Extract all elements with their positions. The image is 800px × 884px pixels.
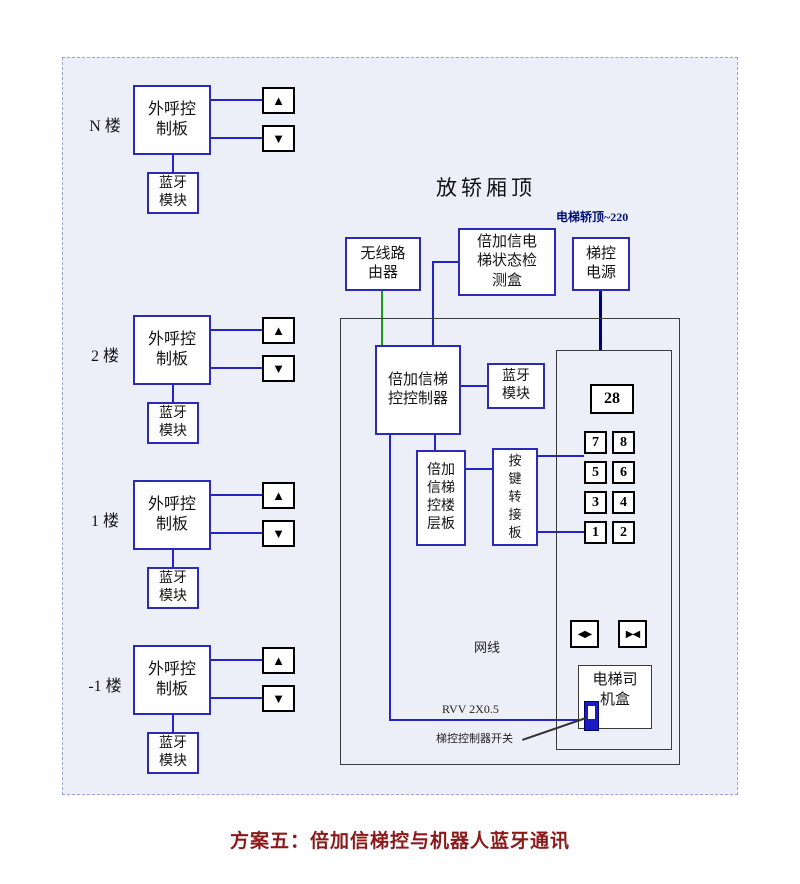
up-button: ▲ (262, 87, 295, 114)
door-open-button: ◀▶ (570, 620, 599, 648)
connector-line (172, 385, 174, 402)
door-close-icon: ▶◀ (625, 628, 640, 640)
down-button: ▼ (262, 355, 295, 382)
connector-line (211, 697, 262, 699)
floor-label: -1 楼 (88, 678, 122, 695)
bluetooth-module: 蓝牙 模块 (147, 732, 199, 774)
rvv-cable-line (389, 435, 391, 721)
connector-line (211, 99, 262, 101)
down-arrow-icon: ▼ (272, 360, 285, 376)
connector-line (211, 367, 262, 369)
adapter-buttons-line (538, 455, 584, 457)
connector-line (172, 550, 174, 567)
switch-slot (588, 706, 595, 719)
down-button: ▼ (262, 685, 295, 712)
up-button: ▲ (262, 482, 295, 509)
floor-board-box: 倍加 信梯 控楼 层板 (416, 450, 466, 546)
call-board: 外呼控 制板 (133, 645, 211, 715)
down-arrow-icon: ▼ (272, 525, 285, 541)
connector-line (172, 155, 174, 172)
floor-button: 5 (584, 461, 607, 484)
controller-floorboard-line (434, 435, 436, 450)
elevator-power-box: 梯控 电源 (572, 237, 630, 291)
car-top-note: 电梯轿顶~220 (556, 210, 629, 224)
wireless-router-box: 无线路 由器 (345, 237, 421, 291)
connector-line (211, 494, 262, 496)
switch-pointer-label: 梯控控制器开关 (436, 733, 513, 745)
up-button: ▲ (262, 647, 295, 674)
door-open-icon: ◀▶ (577, 628, 592, 640)
bluetooth-module: 蓝牙 模块 (487, 363, 545, 409)
elevator-status-detector-box: 倍加信电 梯状态检 测盒 (458, 228, 556, 296)
call-board: 外呼控 制板 (133, 480, 211, 550)
down-button: ▼ (262, 125, 295, 152)
adapter-buttons-line (538, 531, 584, 533)
bluetooth-module: 蓝牙 模块 (147, 172, 199, 214)
up-arrow-icon: ▲ (272, 652, 285, 668)
rvv-cable-line (389, 719, 586, 721)
rvv-cable-label: RVV 2X0.5 (442, 702, 499, 716)
controller-switch (584, 701, 599, 731)
network-cable-label: 网线 (474, 640, 501, 655)
elevator-controller-box: 倍加信梯 控控制器 (375, 345, 461, 435)
up-button: ▲ (262, 317, 295, 344)
floor-button: 4 (612, 491, 635, 514)
connector-line (211, 532, 262, 534)
floor-button: 1 (584, 521, 607, 544)
floorboard-adapter-line (466, 468, 492, 470)
door-close-button: ▶◀ (618, 620, 647, 648)
up-arrow-icon: ▲ (272, 487, 285, 503)
floor-label: N 楼 (89, 118, 121, 135)
detector-connector-line (432, 261, 434, 345)
diagram-caption: 方案五：倍加信梯控与机器人蓝牙通讯 (229, 831, 570, 852)
detector-connector-line (432, 261, 458, 263)
floor-display: 28 (590, 384, 634, 414)
power-connector-line (599, 291, 602, 350)
floor-button: 6 (612, 461, 635, 484)
floor-button: 3 (584, 491, 607, 514)
floor-label: 1 楼 (90, 513, 119, 530)
down-arrow-icon: ▼ (272, 690, 285, 706)
call-board: 外呼控 制板 (133, 85, 211, 155)
key-adapter-box: 按 键 转 接 板 (492, 448, 538, 546)
down-arrow-icon: ▼ (272, 130, 285, 146)
floor-button: 8 (612, 431, 635, 454)
bluetooth-module: 蓝牙 模块 (147, 567, 199, 609)
connector-line (211, 329, 262, 331)
up-arrow-icon: ▲ (272, 322, 285, 338)
call-board: 外呼控 制板 (133, 315, 211, 385)
down-button: ▼ (262, 520, 295, 547)
floor-button: 2 (612, 521, 635, 544)
connector-line (172, 715, 174, 732)
controller-bt-line (461, 385, 487, 387)
floor-button: 7 (584, 431, 607, 454)
bluetooth-module: 蓝牙 模块 (147, 402, 199, 444)
up-arrow-icon: ▲ (272, 92, 285, 108)
section-heading: 放轿厢顶 (436, 176, 536, 200)
car-operating-panel-frame (556, 350, 672, 750)
machine-room-frame (340, 318, 680, 765)
connector-line (211, 659, 262, 661)
floor-label: 2 楼 (90, 348, 119, 365)
connector-line (211, 137, 262, 139)
